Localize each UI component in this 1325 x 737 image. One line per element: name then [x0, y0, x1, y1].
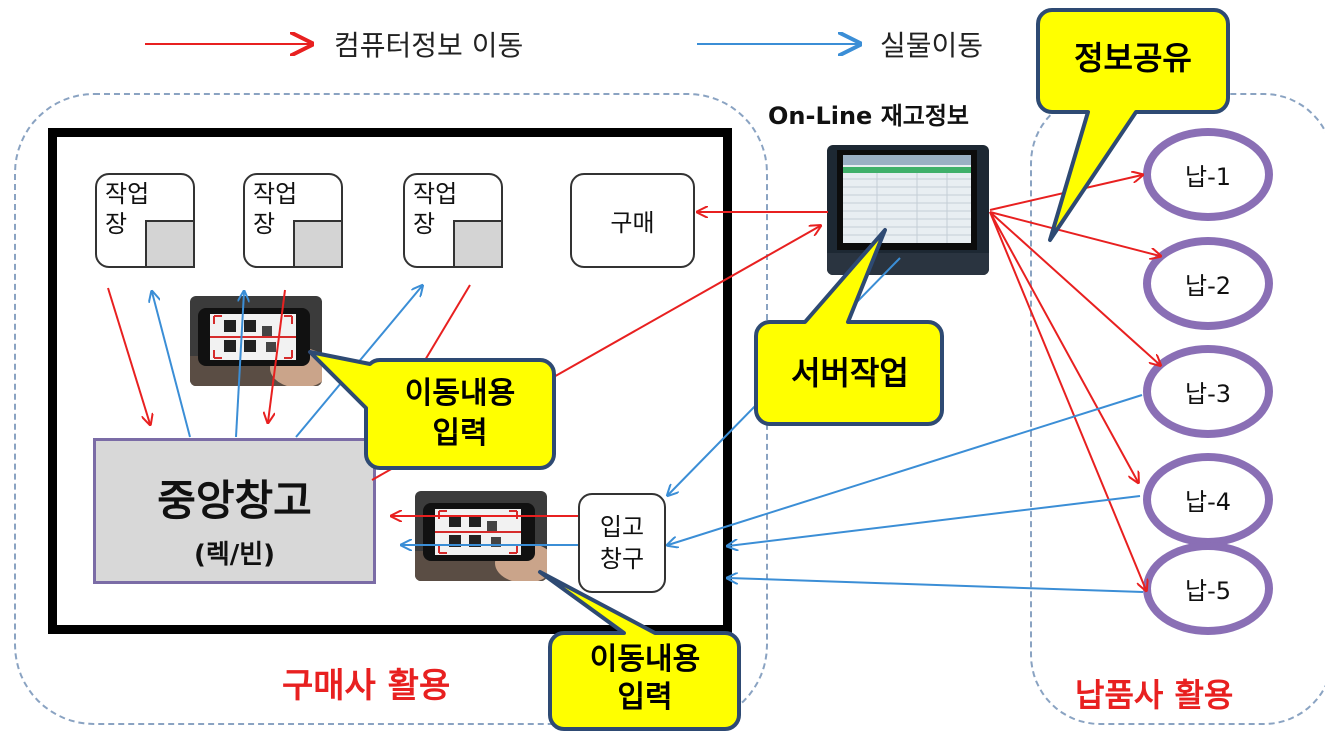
callout-share-bubble — [1036, 8, 1230, 242]
supplier-label: 납-1 — [1184, 163, 1231, 191]
callout-input-bottom-text: 이동내용 입력 — [552, 641, 738, 717]
callout-input-bottom-line2: 입력 — [617, 680, 673, 715]
workshop-label-line1: 작업 — [413, 180, 458, 208]
info-arrow-work1-to-warehouse — [107, 287, 150, 424]
warehouse-title: 중앙창고 — [157, 476, 312, 525]
supplier-label: 납-3 — [1184, 380, 1231, 408]
workshop-storage-square — [293, 220, 343, 268]
goods-arrow-supplier5-to-receiving — [728, 578, 1144, 593]
receiving-label-line1: 입고 — [599, 513, 645, 541]
callout-server-bubble — [754, 228, 944, 426]
supplier-node-3: 납-3 — [1143, 345, 1273, 438]
goods-arrow-warehouse-to-work2 — [235, 292, 244, 438]
callout-share-text: 정보공유 — [1074, 39, 1192, 77]
goods-arrow-warehouse-to-work1 — [152, 292, 191, 438]
purchase-box: 구매 — [570, 173, 695, 268]
buyer-footer-label: 구매사 활용 — [282, 666, 451, 706]
callout-server-text: 서버작업 — [791, 354, 909, 392]
info-arrow-server-to-supplier-4 — [989, 211, 1138, 482]
warehouse-subtitle: (렉/빈) — [193, 540, 276, 570]
workshop-label-line1: 작업 — [105, 180, 150, 208]
workshop-label-line1: 작업 — [253, 180, 298, 208]
legend-arrows — [145, 0, 900, 90]
info-arrow-server-to-supplier-3 — [989, 211, 1160, 365]
workshop-storage-square — [453, 220, 503, 268]
supplier-node-1: 납-1 — [1143, 128, 1273, 221]
workshop-label-line2: 장 — [105, 210, 128, 238]
goods-arrow-supplier4-to-receiving — [728, 495, 1141, 546]
purchase-label: 구매 — [610, 209, 655, 237]
supplier-label: 납-5 — [1184, 577, 1231, 605]
legend-info-label: 컴퓨터정보 이동 — [334, 29, 524, 62]
callout-input-bottom-line1: 이동내용 — [589, 642, 701, 677]
receiving-window-box: 입고 창구 — [578, 493, 666, 593]
callout-input-top-bubble — [308, 350, 556, 470]
callout-input-bottom-bubble — [538, 570, 741, 731]
workshop-storage-square — [145, 220, 195, 268]
workshop-label-line2: 장 — [253, 210, 276, 238]
supplier-label: 납-2 — [1184, 272, 1231, 300]
callout-input-top-text: 이동내용 입력 — [368, 374, 552, 454]
info-arrow-server-to-supplier-5 — [989, 211, 1146, 590]
receiving-label-line2: 창구 — [599, 545, 645, 573]
supplier-node-2: 납-2 — [1143, 237, 1273, 330]
workshop-label-line2: 장 — [413, 210, 436, 238]
info-arrow-server-to-supplier-2 — [989, 211, 1160, 256]
server-title: On-Line 재고정보 — [768, 102, 970, 130]
info-arrow-work2-to-warehouse — [268, 289, 286, 422]
central-warehouse: 중앙창고 (렉/빈) — [93, 438, 376, 584]
supplier-footer-label: 납품사 활용 — [1075, 676, 1234, 714]
legend-goods-label: 실물이동 — [880, 29, 984, 62]
supplier-label: 납-4 — [1184, 488, 1231, 516]
callout-input-top-line1: 이동내용 — [404, 376, 516, 411]
goods-arrow-supplier3-to-receiving — [668, 394, 1143, 545]
supplier-node-5: 납-5 — [1143, 542, 1273, 635]
callout-input-top-line2: 입력 — [432, 416, 488, 451]
server-monitor-image — [827, 145, 989, 275]
